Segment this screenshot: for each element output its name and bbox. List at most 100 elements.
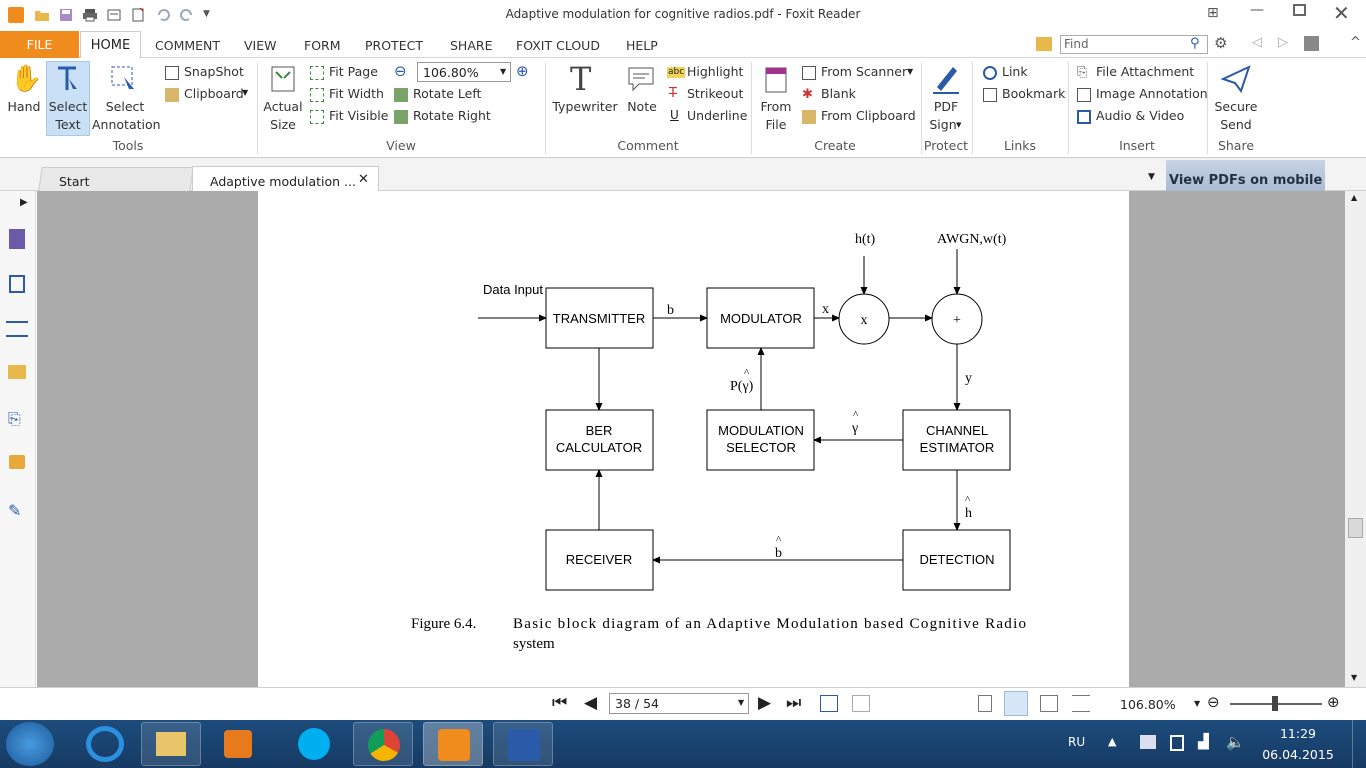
new-doc-icon[interactable]: [130, 7, 146, 23]
single-page-icon[interactable]: [978, 695, 992, 712]
actual-size-label-2[interactable]: Size: [270, 117, 296, 132]
clipboard-button[interactable]: Clipboard: [184, 86, 244, 101]
tab-home[interactable]: HOME: [80, 31, 141, 59]
file-attachment-button[interactable]: File Attachment: [1096, 64, 1195, 79]
scroll-thumb[interactable]: [1348, 518, 1363, 538]
first-page-icon[interactable]: ⏮: [552, 693, 568, 713]
zoom-select[interactable]: 106.80%: [417, 62, 511, 82]
collapse-ribbon-icon[interactable]: ^: [1350, 35, 1361, 50]
network-icon[interactable]: ▟: [1198, 734, 1209, 750]
search-icon[interactable]: ⚲: [1190, 36, 1200, 51]
document-viewer[interactable]: Data Input TRANSMITTER MODULATOR BER CAL…: [37, 191, 1345, 687]
expand-panel-icon[interactable]: ▶: [20, 197, 28, 208]
typewriter-button[interactable]: Typewriter: [552, 99, 618, 114]
tab-help[interactable]: HELP: [626, 38, 658, 53]
minimize-icon[interactable]: —: [1250, 2, 1264, 18]
link-button[interactable]: Link: [1002, 64, 1028, 79]
file-menu[interactable]: FILE: [0, 31, 79, 58]
open-folder-icon[interactable]: [34, 7, 50, 23]
security-lock-icon[interactable]: [9, 455, 25, 469]
forward-nav-icon[interactable]: ▷: [1278, 35, 1288, 50]
secure-send-label-2[interactable]: Send: [1220, 117, 1252, 132]
tab-document[interactable]: [192, 166, 379, 192]
vertical-scrollbar[interactable]: ▲ ▼: [1345, 191, 1366, 687]
blank-button[interactable]: Blank: [821, 86, 856, 101]
volume-icon[interactable]: 🔈: [1226, 733, 1245, 751]
tab-list-dropdown-icon[interactable]: ▼: [1148, 172, 1155, 182]
show-hidden-icons[interactable]: ▲: [1108, 735, 1117, 748]
pdf-sign-label-2[interactable]: Sign: [929, 117, 957, 132]
find-input[interactable]: Find: [1060, 35, 1208, 54]
rotate-right-button[interactable]: Rotate Right: [413, 108, 491, 123]
image-annotation-button[interactable]: Image Annotation: [1096, 86, 1208, 101]
account-icon[interactable]: [1304, 36, 1319, 51]
close-window-icon[interactable]: ✕: [1333, 1, 1350, 25]
start-button[interactable]: [6, 722, 54, 766]
pdf-sign-dropdown-icon[interactable]: ▼: [956, 121, 962, 129]
back-nav-icon[interactable]: ◁: [1252, 35, 1262, 50]
pdf-sign-label-1[interactable]: PDF: [933, 99, 959, 114]
zoom-in-icon[interactable]: ⊕: [516, 62, 529, 80]
zoom-dropdown-icon[interactable]: ▼: [500, 67, 507, 76]
audio-video-button[interactable]: Audio & Video: [1096, 108, 1185, 123]
skype-task[interactable]: [284, 722, 344, 766]
snapshot-button[interactable]: SnapShot: [184, 64, 244, 79]
status-zoom-value[interactable]: 106.80%: [1120, 697, 1176, 712]
mobile-banner[interactable]: View PDFs on mobile de: [1166, 160, 1325, 191]
chrome-task[interactable]: [353, 722, 413, 766]
tab-comment[interactable]: COMMENT: [155, 38, 221, 53]
tab-protect[interactable]: PROTECT: [365, 38, 423, 53]
strikeout-button[interactable]: Strikeout: [687, 86, 744, 101]
continuous-facing-icon[interactable]: [1072, 695, 1090, 712]
page-number-input[interactable]: 38 / 54: [609, 693, 749, 714]
scroll-up-icon[interactable]: ▲: [1351, 193, 1358, 202]
pages-panel-icon[interactable]: [9, 275, 25, 293]
select-annotation-label-2[interactable]: Annotation: [92, 117, 161, 132]
status-zoom-dropdown-icon[interactable]: ▼: [1194, 699, 1201, 708]
facing-page-icon[interactable]: [1040, 695, 1058, 712]
continuous-page-icon[interactable]: [1004, 691, 1028, 716]
internet-explorer-icon[interactable]: [86, 726, 124, 762]
rotate-left-button[interactable]: Rotate Left: [413, 86, 482, 101]
underline-button[interactable]: Underline: [687, 108, 748, 123]
status-zoom-out-icon[interactable]: ⊖: [1207, 693, 1220, 711]
restore-icon[interactable]: [1293, 4, 1306, 16]
language-indicator[interactable]: RU: [1068, 735, 1086, 749]
scanner-dropdown-icon[interactable]: ▼: [907, 67, 914, 76]
tab-form[interactable]: FORM: [304, 38, 341, 53]
bookmarks-panel-icon[interactable]: [9, 229, 25, 249]
save-icon[interactable]: [58, 7, 74, 23]
comments-panel-icon[interactable]: [8, 365, 26, 379]
previous-view-icon[interactable]: [820, 695, 838, 712]
last-page-icon[interactable]: ⏭: [786, 693, 802, 713]
media-player-task[interactable]: [208, 722, 268, 766]
next-view-icon[interactable]: [852, 695, 870, 712]
tab-share[interactable]: SHARE: [450, 38, 493, 53]
close-tab-icon[interactable]: ✕: [358, 172, 369, 187]
hand-tool[interactable]: Hand: [7, 99, 41, 114]
select-annotation-label-1[interactable]: Select: [105, 99, 145, 114]
page-dropdown-icon[interactable]: ▼: [738, 698, 745, 707]
explorer-task[interactable]: [141, 722, 201, 766]
actual-size-label-1[interactable]: Actual: [263, 99, 303, 114]
scroll-down-icon[interactable]: ▼: [1351, 673, 1358, 682]
layers-panel-icon[interactable]: [6, 321, 28, 337]
from-file-label-2[interactable]: File: [765, 117, 787, 132]
attachments-panel-icon[interactable]: ⎘: [8, 409, 21, 428]
clipboard-dropdown-icon[interactable]: ▼: [242, 88, 249, 97]
signatures-panel-icon[interactable]: ✎: [8, 501, 22, 520]
prev-page-icon[interactable]: ◀: [584, 693, 598, 713]
from-file-label-1[interactable]: From: [760, 99, 792, 114]
next-page-icon[interactable]: ▶: [758, 693, 772, 713]
redo-icon[interactable]: [179, 7, 195, 23]
secure-send-label-1[interactable]: Secure: [1214, 99, 1258, 114]
foxit-reader-task[interactable]: [423, 722, 483, 766]
tab-foxit-cloud[interactable]: FOXIT CLOUD: [516, 38, 600, 53]
word-task[interactable]: [493, 722, 553, 766]
action-center-icon[interactable]: [1140, 735, 1156, 749]
undo-icon[interactable]: [155, 7, 171, 23]
find-folder-icon[interactable]: [1036, 37, 1052, 51]
power-icon[interactable]: [1170, 735, 1184, 751]
fit-page-button[interactable]: Fit Page: [329, 64, 378, 79]
zoom-slider-thumb[interactable]: [1272, 696, 1278, 711]
